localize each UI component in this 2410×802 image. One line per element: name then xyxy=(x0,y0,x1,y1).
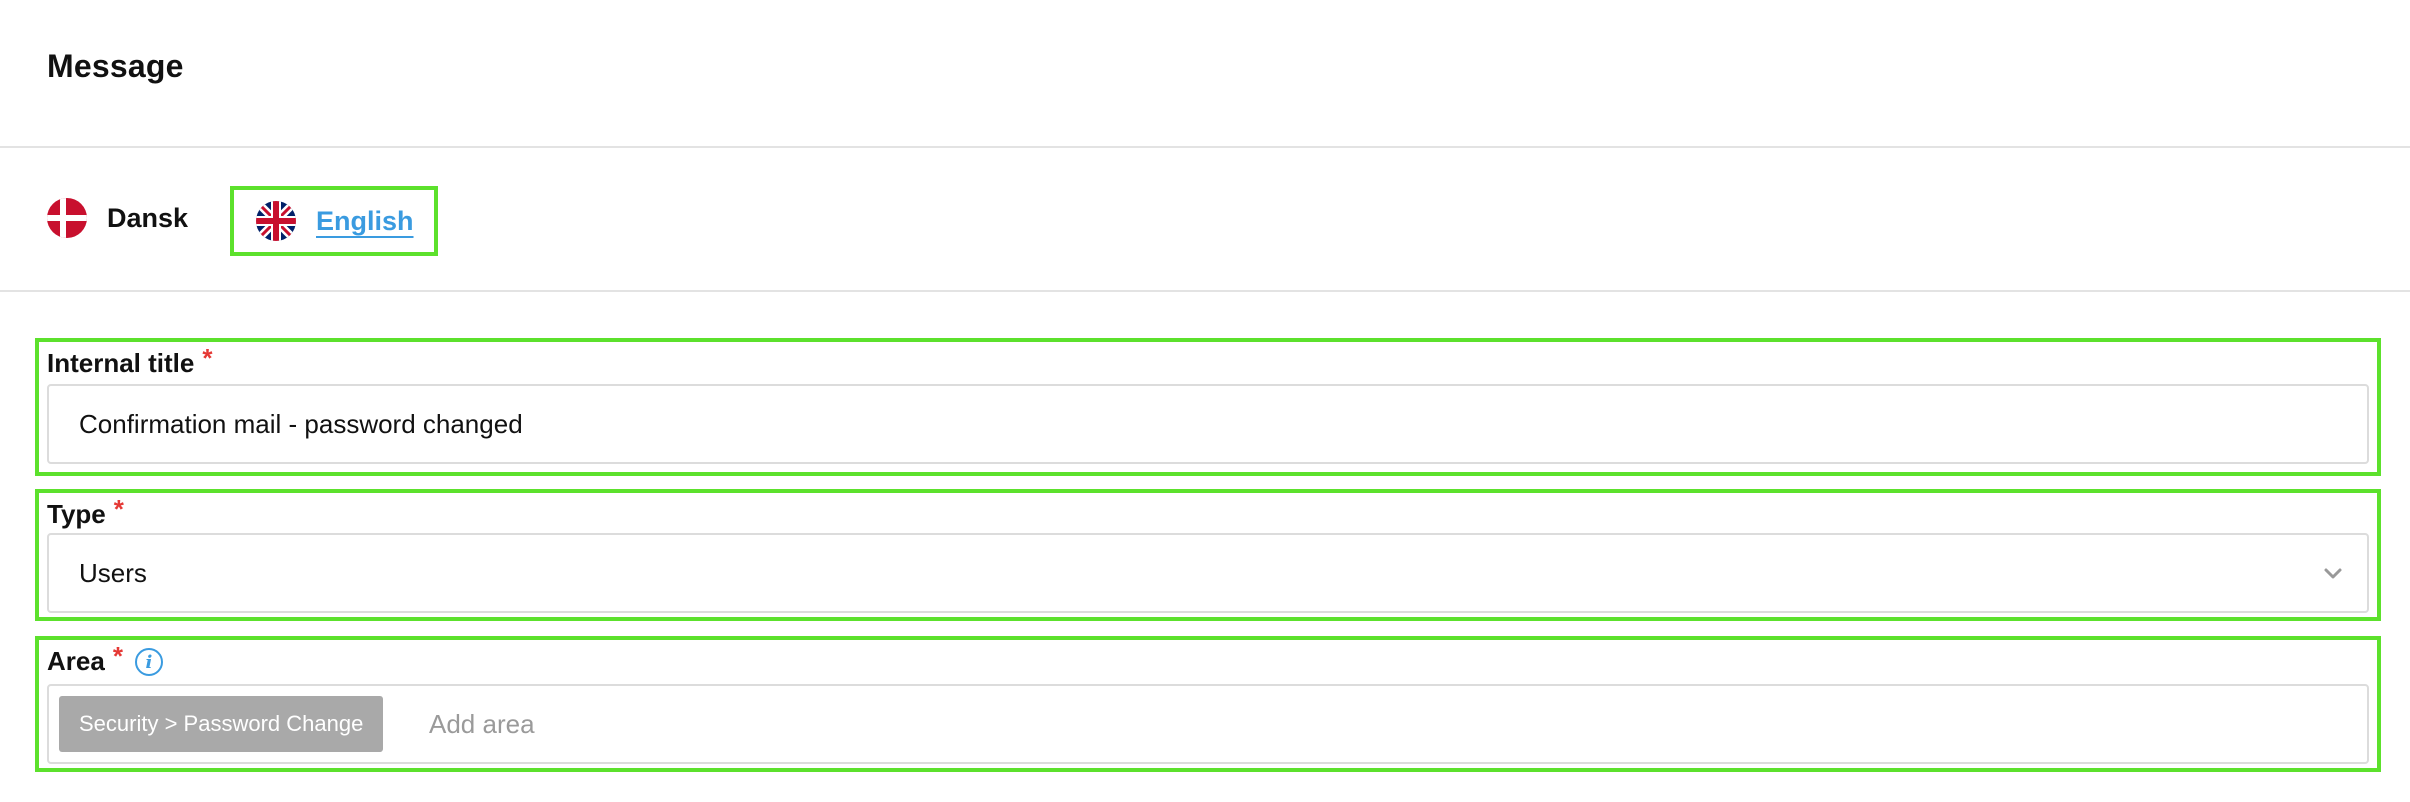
area-group: Area * i Security > Password Change xyxy=(35,636,2381,772)
info-icon[interactable]: i xyxy=(134,648,163,676)
tab-language-english[interactable]: English xyxy=(230,186,438,256)
type-label: Type * xyxy=(47,494,124,530)
area-tag-input: Security > Password Change xyxy=(47,684,2369,764)
internal-title-field-box xyxy=(47,384,2369,464)
required-asterisk: * xyxy=(112,641,123,671)
tab-language-label: English xyxy=(316,205,414,236)
page-title: Message xyxy=(47,48,184,84)
add-area-input[interactable] xyxy=(429,686,2347,762)
tab-language-dansk[interactable]: Dansk xyxy=(47,196,188,240)
internal-title-input[interactable] xyxy=(79,386,2287,462)
type-selected-value: Users xyxy=(79,558,147,588)
internal-title-label-text: Internal title xyxy=(47,348,195,378)
language-tabs: Dansk English xyxy=(0,148,2410,292)
area-label: Area * i xyxy=(47,641,163,677)
type-group: Type * Users xyxy=(35,489,2381,621)
area-tag[interactable]: Security > Password Change xyxy=(59,696,384,752)
required-asterisk: * xyxy=(113,494,124,524)
uk-flag-icon xyxy=(256,201,296,241)
required-asterisk: * xyxy=(202,343,213,373)
tab-language-label: Dansk xyxy=(107,202,189,233)
type-select[interactable]: Users xyxy=(47,533,2369,613)
area-label-text: Area xyxy=(47,646,105,676)
internal-title-label: Internal title * xyxy=(47,343,213,379)
chevron-down-icon[interactable] xyxy=(2321,561,2345,585)
page-header: Message xyxy=(0,0,2410,148)
type-label-text: Type xyxy=(47,499,106,529)
denmark-flag-icon xyxy=(47,198,87,238)
internal-title-group: Internal title * xyxy=(35,338,2381,476)
